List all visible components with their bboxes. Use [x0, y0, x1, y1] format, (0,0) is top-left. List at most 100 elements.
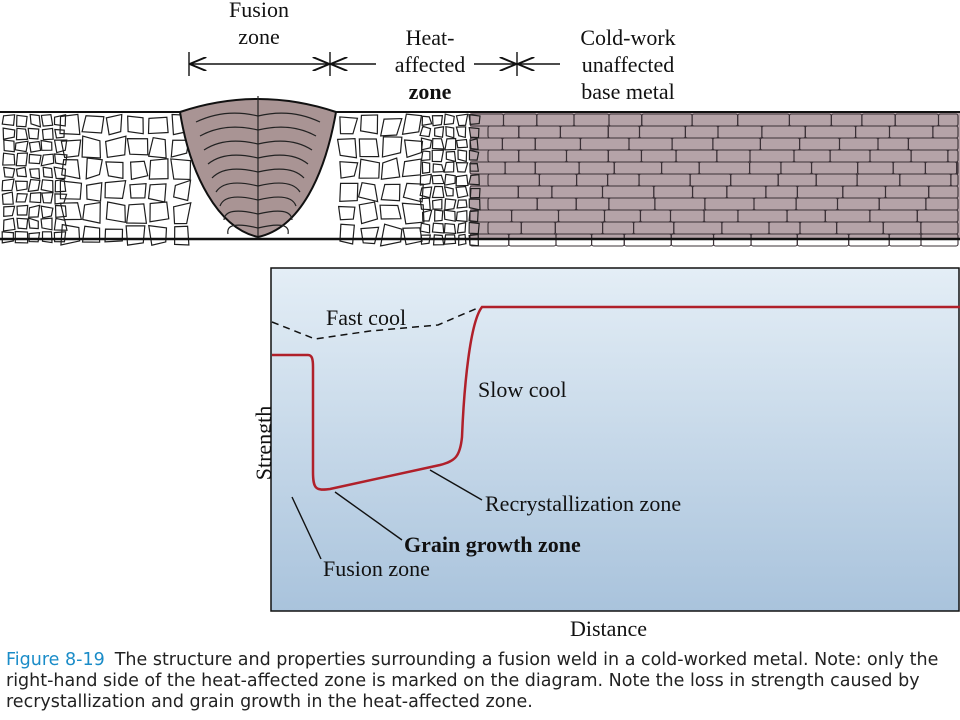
- grain: [455, 209, 468, 223]
- grain: [457, 149, 468, 163]
- grain: [125, 203, 148, 224]
- grain: [469, 187, 481, 199]
- grain: [419, 125, 432, 138]
- grain: [147, 136, 167, 159]
- grain: [3, 166, 16, 179]
- grain: [443, 222, 457, 235]
- grain: [358, 138, 380, 158]
- grain: [16, 114, 28, 128]
- grain: [434, 209, 444, 222]
- grain: [27, 127, 40, 140]
- grain: [16, 204, 29, 216]
- fast-cool-curve: [271, 306, 481, 340]
- grain: [1, 191, 14, 205]
- dendrite: [195, 112, 259, 123]
- fusion-zone-dendrites: [195, 96, 321, 236]
- grain: [468, 198, 481, 211]
- grain: [469, 137, 479, 151]
- grain: [105, 161, 124, 180]
- grain: [456, 199, 468, 209]
- grain: [61, 159, 81, 180]
- grain: [420, 150, 431, 162]
- grain: [172, 202, 192, 225]
- grain: [443, 234, 457, 245]
- grain: [81, 135, 102, 159]
- fusion-zone-header-line2: zone: [238, 24, 280, 49]
- grain: [420, 234, 431, 245]
- grain: [15, 166, 28, 178]
- grain: [129, 160, 149, 181]
- grain: [403, 139, 424, 159]
- caption-text: The structure and properties surrounding…: [6, 650, 939, 712]
- grain: [170, 139, 190, 158]
- fusion-zone-header: Fusion zone: [200, 0, 318, 50]
- grain: [443, 161, 455, 173]
- grain: [29, 192, 42, 204]
- grain: [445, 125, 455, 139]
- grain: [3, 139, 15, 153]
- grain: [455, 113, 469, 127]
- grain: [431, 149, 445, 163]
- grain: [443, 113, 455, 126]
- grain: [41, 191, 54, 204]
- grain: [105, 201, 126, 224]
- grain: [419, 222, 431, 234]
- grain: [59, 202, 83, 221]
- grain: [54, 204, 67, 218]
- dendrite: [257, 224, 289, 235]
- grain: [419, 197, 431, 211]
- grain: [127, 115, 144, 135]
- cold-work-header: Cold-work unaffected base metal: [548, 24, 708, 105]
- cold-worked-region: [470, 112, 960, 239]
- cold-worked-grains: [469, 113, 959, 247]
- grain: [29, 168, 41, 180]
- grain: [54, 178, 67, 193]
- grain: [468, 233, 479, 247]
- grain: [455, 185, 469, 199]
- grain: [401, 202, 425, 225]
- grain: [147, 116, 169, 135]
- grain: [468, 173, 480, 186]
- grain: [104, 228, 124, 243]
- grain: [457, 233, 467, 246]
- grain: [444, 137, 457, 151]
- grain: [381, 136, 403, 158]
- grain: [85, 157, 103, 180]
- cold-work-header-line3: base metal: [581, 79, 675, 104]
- grain: [468, 221, 480, 235]
- grain: [443, 209, 456, 222]
- dendrite: [257, 196, 297, 207]
- grain: [339, 223, 355, 245]
- grain: [86, 182, 103, 202]
- grain: [419, 173, 432, 186]
- grain: [129, 182, 147, 199]
- grain: [357, 182, 379, 203]
- grain: [379, 204, 402, 220]
- grain: [455, 138, 469, 149]
- strength-plot: [270, 267, 960, 612]
- dendrite: [257, 126, 317, 137]
- heat-affected-header: Heat- affected zone: [370, 24, 490, 105]
- grain: [358, 158, 381, 179]
- grain: [40, 179, 54, 193]
- grain: [337, 205, 356, 221]
- grain: [2, 152, 16, 166]
- grain: [443, 173, 456, 186]
- grain: [53, 153, 68, 166]
- grain: [401, 113, 423, 135]
- plot-area: [270, 267, 960, 612]
- grain: [443, 186, 454, 197]
- grain: [339, 116, 359, 135]
- grain: [15, 192, 29, 203]
- grain: [469, 163, 480, 172]
- grain: [380, 183, 401, 202]
- grain: [431, 115, 444, 127]
- grain: [468, 126, 480, 139]
- grain: [431, 174, 445, 185]
- grain: [40, 139, 53, 151]
- grain: [149, 201, 170, 223]
- heat-affected-header-line1: Heat-: [405, 25, 455, 50]
- grain: [53, 166, 67, 180]
- grain: [379, 117, 403, 137]
- dendrite: [257, 182, 301, 193]
